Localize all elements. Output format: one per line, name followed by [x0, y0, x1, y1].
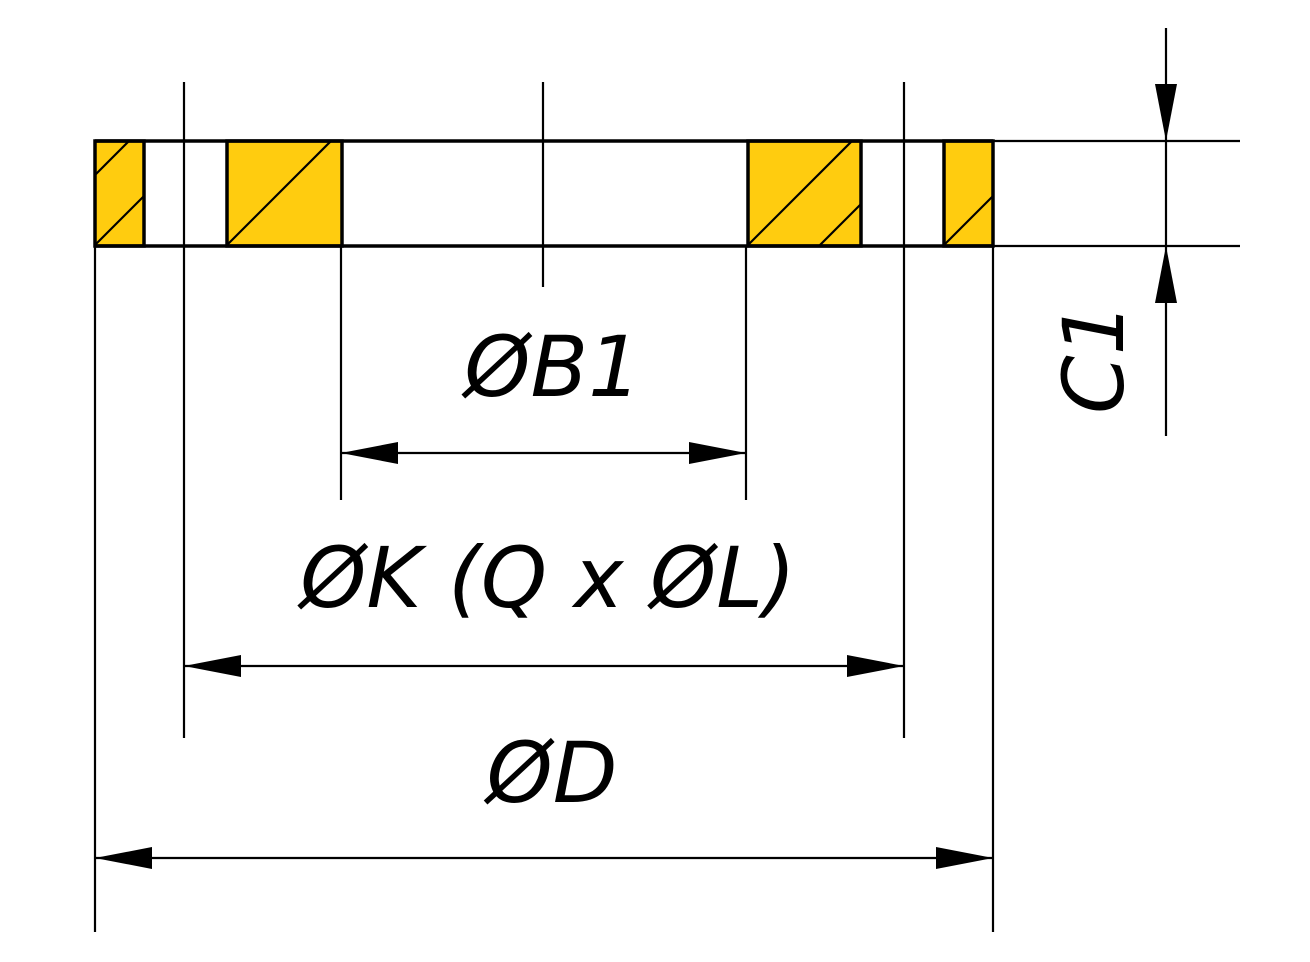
dimension-c1: C1: [1045, 28, 1177, 436]
arrowhead-right: [689, 442, 746, 464]
arrowhead-left: [95, 847, 152, 869]
section-segment-right-outer: [942, 139, 995, 248]
dimension-d: ØD: [95, 724, 993, 869]
dimension-label-k: ØK (Q x ØL): [297, 529, 796, 627]
arrowhead-left: [341, 442, 398, 464]
dimension-label-d: ØD: [484, 724, 618, 822]
arrowhead-right: [847, 655, 904, 677]
dimension-label-c1: C1: [1045, 302, 1143, 414]
arrowhead-left: [184, 655, 241, 677]
extension-lines: [93, 82, 1240, 932]
dimension-label-b1: ØB1: [461, 318, 641, 416]
dimension-b1: ØB1: [341, 318, 746, 464]
dimension-k: ØK (Q x ØL): [184, 529, 904, 677]
arrowhead-right: [936, 847, 993, 869]
arrowhead-down: [1155, 84, 1177, 141]
section-segment-left-inner: [225, 139, 344, 248]
arrowhead-up: [1155, 246, 1177, 303]
section-segment-right-inner: [746, 139, 863, 248]
